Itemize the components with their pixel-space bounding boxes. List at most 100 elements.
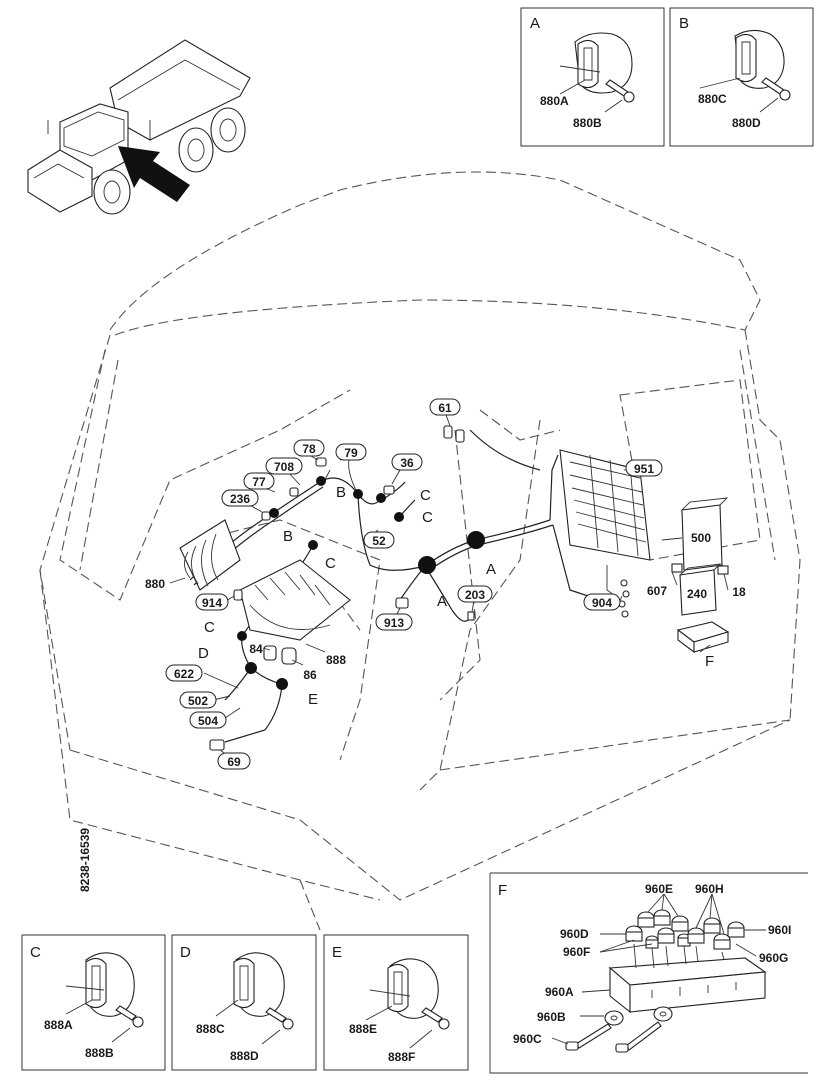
part-888b: 888B [85, 1046, 114, 1060]
part-880a: 880A [540, 94, 569, 108]
tag-52: 52 [363, 531, 395, 549]
svg-text:708: 708 [274, 460, 294, 474]
part-880c: 880C [698, 92, 727, 106]
svg-text:18: 18 [732, 585, 746, 599]
cab-outline [39, 171, 801, 931]
svg-text:C: C [30, 944, 41, 961]
svg-text:500: 500 [691, 531, 711, 545]
grommet-cluster [625, 909, 745, 950]
svg-text:622: 622 [174, 667, 194, 681]
letter-a-2: A [437, 593, 447, 610]
part-888d: 888D [230, 1049, 259, 1063]
tag-86: 86 [303, 668, 317, 682]
svg-text:69: 69 [227, 755, 241, 769]
tag-203: 203 [457, 585, 493, 603]
detail-box-c: C 888A 888B [21, 934, 166, 1071]
svg-text:84: 84 [249, 642, 263, 656]
svg-text:86: 86 [303, 668, 317, 682]
detail-box-a: A 880A 880B [520, 7, 665, 147]
tag-502: 502 [179, 691, 217, 709]
tag-236: 236 [221, 489, 259, 507]
detail-box-b: B 880C 880D [669, 7, 814, 147]
part-888f: 888F [388, 1050, 415, 1064]
tag-708: 708 [265, 457, 303, 475]
tag-913: 913 [375, 613, 413, 631]
svg-text:E: E [332, 944, 342, 961]
tag-61: 61 [429, 398, 461, 416]
tag-888: 888 [326, 653, 346, 667]
part-number-tags: 61 951 78 79 708 36 77 236 52 500 880 91… [145, 398, 746, 770]
connection-letters: B B C C C C A A D E F [198, 484, 714, 708]
svg-text:61: 61 [438, 401, 452, 415]
svg-text:880: 880 [145, 577, 165, 591]
tag-79: 79 [335, 443, 367, 461]
svg-text:36: 36 [400, 456, 414, 470]
letter-f-1: F [705, 653, 714, 670]
pointer-arrow-icon [118, 146, 190, 202]
diagram-id: 8238-16539 [78, 828, 92, 892]
part-888c: 888C [196, 1022, 225, 1036]
detail-box-e: E 888E 888F [323, 934, 469, 1071]
svg-text:52: 52 [372, 534, 386, 548]
svg-text:236: 236 [230, 492, 250, 506]
truck-thumbnail [27, 39, 251, 215]
part-960b: 960B [537, 1010, 566, 1024]
svg-text:951: 951 [634, 462, 654, 476]
tag-504: 504 [189, 711, 227, 729]
tag-951: 951 [625, 459, 663, 477]
connection-dots [237, 476, 485, 690]
letter-b-1: B [336, 484, 346, 501]
svg-text:F: F [498, 882, 507, 899]
letter-d-1: D [198, 645, 209, 662]
svg-text:78: 78 [302, 442, 316, 456]
svg-text:914: 914 [202, 596, 222, 610]
letter-c-3: C [325, 555, 336, 572]
components [179, 425, 730, 751]
tag-36: 36 [391, 453, 423, 471]
svg-text:607: 607 [647, 584, 667, 598]
tag-84: 84 [249, 642, 263, 656]
part-960h: 960H [695, 882, 724, 896]
tag-607: 607 [647, 584, 667, 598]
tag-240: 240 [687, 587, 707, 601]
tag-904: 904 [583, 593, 621, 611]
svg-text:888: 888 [326, 653, 346, 667]
part-960f: 960F [563, 945, 590, 959]
tag-622: 622 [165, 664, 203, 682]
letter-c-1: C [420, 487, 431, 504]
part-888a: 888A [44, 1018, 73, 1032]
letter-b-2: B [283, 528, 293, 545]
svg-text:203: 203 [465, 588, 485, 602]
letter-e-1: E [308, 691, 318, 708]
svg-text:913: 913 [384, 616, 404, 630]
svg-text:502: 502 [188, 694, 208, 708]
tag-914: 914 [195, 593, 229, 611]
part-960e: 960E [645, 882, 673, 896]
detail-box-d: D 888C 888D [171, 934, 317, 1071]
tag-500: 500 [691, 531, 711, 545]
part-888e: 888E [349, 1022, 377, 1036]
tag-69: 69 [217, 752, 251, 770]
detail-box-f: F [489, 872, 808, 1074]
svg-text:504: 504 [198, 714, 218, 728]
part-960d: 960D [560, 927, 589, 941]
part-960c: 960C [513, 1032, 542, 1046]
part-960i: 960I [768, 923, 791, 937]
svg-text:240: 240 [687, 587, 707, 601]
part-960g: 960G [759, 951, 788, 965]
svg-text:79: 79 [344, 446, 358, 460]
svg-text:B: B [679, 15, 689, 32]
svg-text:77: 77 [252, 475, 266, 489]
tag-78: 78 [293, 439, 325, 457]
svg-text:A: A [530, 15, 540, 32]
part-880d: 880D [732, 116, 761, 130]
part-880b: 880B [573, 116, 602, 130]
svg-text:D: D [180, 944, 191, 961]
letter-c-2: C [422, 509, 433, 526]
tag-77: 77 [243, 472, 275, 490]
letter-a-1: A [486, 561, 496, 578]
part-960a: 960A [545, 985, 574, 999]
svg-text:904: 904 [592, 596, 612, 610]
tag-880: 880 [145, 577, 165, 591]
